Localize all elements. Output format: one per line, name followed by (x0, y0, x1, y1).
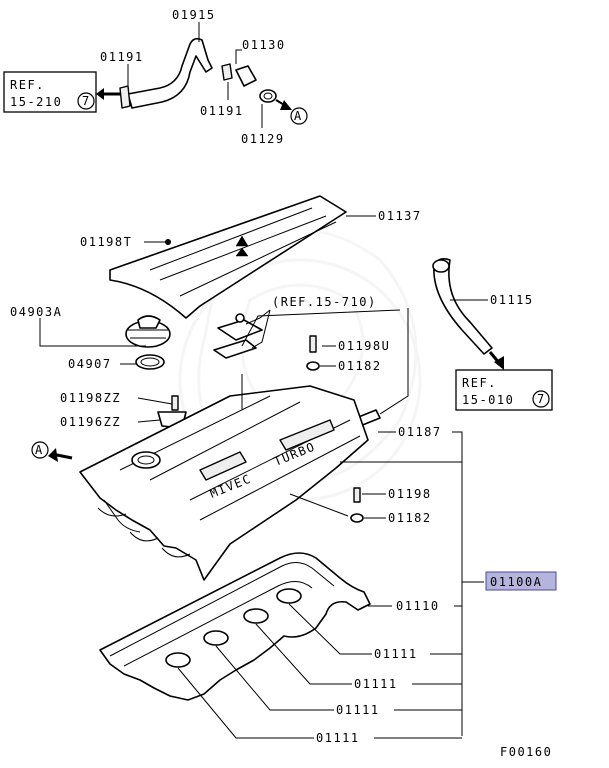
label-01182-b[interactable]: 01182 (388, 511, 432, 525)
label-04907[interactable]: 04907 (68, 357, 112, 371)
bolt-01198ZZ[interactable] (171, 395, 179, 411)
label-01115[interactable]: 01115 (490, 293, 534, 307)
ref-right-line2: 15-010 (462, 393, 514, 407)
top-cover-01137[interactable] (109, 195, 347, 319)
callout-a-left[interactable]: A (31, 441, 49, 459)
label-01130[interactable]: 01130 (242, 38, 286, 52)
ref-top-line1: REF. (10, 78, 45, 92)
diagram-code: F00160 (500, 745, 552, 759)
label-01187[interactable]: 01187 (398, 425, 442, 439)
leader-lines-top (127, 22, 263, 128)
plug-seal-01111-c[interactable] (203, 630, 229, 646)
callout-a-top[interactable]: A (290, 107, 308, 125)
callout-a-top-text: A (294, 109, 303, 123)
label-01100A: 01100A (490, 575, 542, 589)
grommet-01129[interactable] (259, 89, 277, 103)
label-01111-d[interactable]: 01111 (316, 731, 360, 745)
washer-01182-b[interactable] (350, 513, 364, 523)
label-01137[interactable]: 01137 (378, 209, 422, 223)
label-01111-c[interactable]: 01111 (336, 703, 380, 717)
pcv-valve-01130[interactable] (235, 65, 257, 87)
plug-seal-01111-b[interactable] (243, 608, 269, 624)
ref-top-line2: 15-210 (10, 95, 62, 109)
oil-cap-gasket-04907[interactable] (135, 354, 165, 370)
label-01110[interactable]: 01110 (396, 599, 440, 613)
leader-lines-main (39, 215, 488, 739)
bolt-01198[interactable] (353, 487, 361, 503)
oil-cap-04903A[interactable] (125, 315, 171, 348)
breather-hose-01115[interactable] (432, 258, 493, 355)
label-01196ZZ[interactable]: 01196ZZ (60, 415, 121, 429)
plug-seal-01111-d[interactable] (165, 652, 191, 668)
plug-seal-01111-a[interactable] (276, 588, 302, 604)
valve-cover-01100A[interactable]: MIVEC TURBO (79, 385, 369, 581)
label-01198ZZ[interactable]: 01198ZZ (60, 391, 121, 405)
label-01129[interactable]: 01129 (241, 132, 285, 146)
bolt-01198U[interactable] (309, 335, 317, 353)
clamp-01191-right[interactable] (221, 63, 233, 81)
label-01198T[interactable]: 01198T (80, 235, 132, 249)
ref-right-num: 7 (537, 392, 546, 406)
callout-a-left-text: A (35, 443, 44, 457)
ref-top-num: 7 (82, 94, 91, 108)
gasket-01110[interactable] (99, 552, 371, 701)
bracket-assembly[interactable] (213, 313, 263, 359)
ref-15-710[interactable]: (REF.15-710) (272, 295, 377, 309)
label-01100A-highlight[interactable]: 01100A (485, 571, 557, 591)
label-01111-b[interactable]: 01111 (354, 677, 398, 691)
ref-right-line1: REF. (462, 376, 497, 390)
mitsubishi-logo (235, 235, 249, 257)
clamp-01191-left[interactable] (119, 85, 131, 109)
part-labels: 01915 01191 01130 01191 01129 01137 0119… (10, 8, 557, 759)
ref-box-15-210[interactable]: REF. 15-210 7 (3, 71, 97, 113)
ref-box-15-010[interactable]: REF. 15-010 7 (455, 369, 553, 411)
washer-01182-a[interactable] (306, 361, 320, 371)
label-01191-b[interactable]: 01191 (200, 104, 244, 118)
label-01198[interactable]: 01198 (388, 487, 432, 501)
bolt-01198T[interactable] (165, 239, 171, 245)
label-01198U[interactable]: 01198U (338, 339, 390, 353)
label-01182-a[interactable]: 01182 (338, 359, 382, 373)
label-01915[interactable]: 01915 (172, 8, 216, 22)
label-01191-a[interactable]: 01191 (100, 50, 144, 64)
label-04903A[interactable]: 04903A (10, 305, 62, 319)
label-01111-a[interactable]: 01111 (374, 647, 418, 661)
